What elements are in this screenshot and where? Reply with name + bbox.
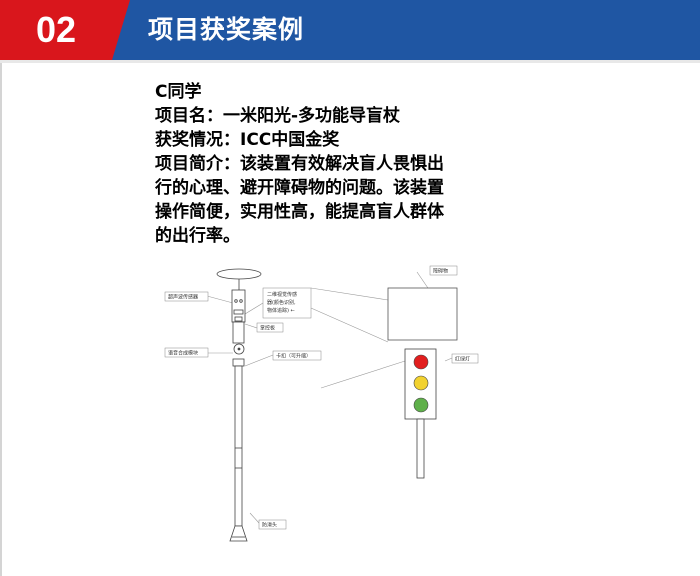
- page-title: 项目获奖案例: [148, 15, 305, 44]
- intro-line: 行的心理、避开障碍物的问题。该装置: [155, 178, 444, 198]
- intro-line: 的出行率。: [155, 226, 240, 246]
- label-camera-line: 物体追踪) ←: [267, 307, 295, 314]
- green-light: [413, 397, 429, 413]
- guide-cane: [216, 268, 262, 542]
- label-control-board: 掌控板: [260, 325, 275, 332]
- label-traffic-light: 红绿灯: [455, 356, 470, 363]
- label-camera-line: 二维视觉传感: [267, 291, 297, 298]
- section-number-slant: [112, 0, 130, 60]
- cane-labels: 超声波传感器 二维视觉传感 器(颜色识别, 物体追踪) ← 掌控板 语音合成模块…: [164, 287, 322, 530]
- project-description: C同学 项目名：一米阳光-多功能导盲杖 获奖情况：ICC中国金奖 项目简介：该装…: [155, 80, 515, 248]
- label-camera-line: 器(颜色识别,: [267, 299, 296, 306]
- section-number: 02: [0, 0, 112, 60]
- guide-cane-diagram: 超声波传感器 二维视觉传感 器(颜色识别, 物体追踪) ← 掌控板 语音合成模块…: [164, 265, 479, 542]
- header-divider: [0, 60, 700, 63]
- traffic-light: 红绿灯: [404, 348, 479, 479]
- student-name: C同学: [155, 82, 202, 102]
- label-clip: 卡扣（可升缩）: [276, 353, 311, 360]
- left-border: [0, 63, 2, 576]
- label-anti-slip: 防滑头: [262, 522, 277, 529]
- intro-line: 操作简便，实用性高，能提高盲人群体: [155, 202, 444, 222]
- yellow-light: [413, 375, 429, 391]
- obstacle-figure: 障碍物: [387, 265, 458, 341]
- intro-line: 项目简介：该装置有效解决盲人畏惧出: [155, 154, 444, 174]
- red-light: [413, 354, 429, 370]
- project-name: 项目名：一米阳光-多功能导盲杖: [155, 106, 401, 126]
- label-voice-module: 语音合成模块: [168, 350, 198, 357]
- label-obstacle: 障碍物: [433, 268, 448, 275]
- award-info: 获奖情况：ICC中国金奖: [155, 130, 340, 150]
- label-ultrasonic: 超声波传感器: [168, 294, 198, 301]
- callout-lines: [206, 271, 453, 524]
